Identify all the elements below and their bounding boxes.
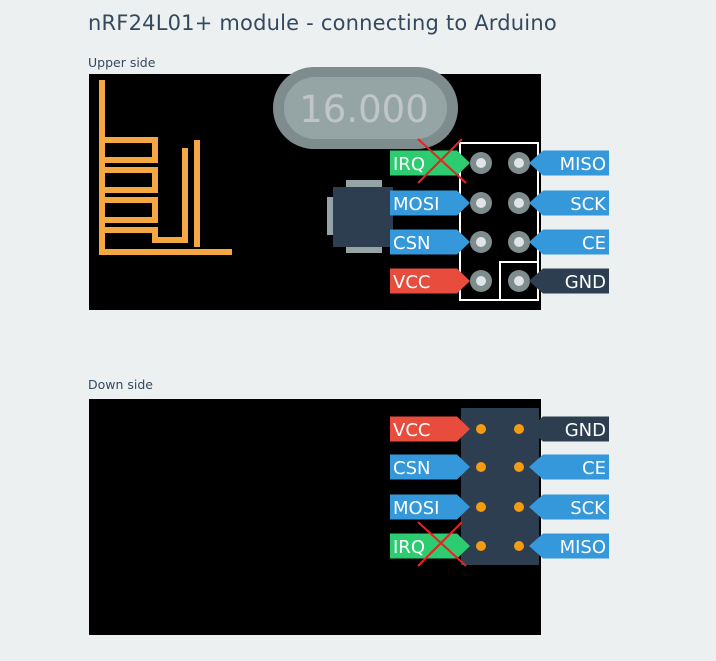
- down-board: VCC CSN MOSI IRQ GND CE SCK MISO: [89, 399, 609, 635]
- pin-label-miso: MISO: [560, 537, 606, 558]
- pin-tag-miso: [529, 150, 609, 176]
- header-pin-hole: [476, 198, 486, 208]
- solder-pad: [514, 502, 524, 512]
- upper-board: 16.000 IRQ MOSI CSN VCC MISO SCK CE GND: [89, 67, 609, 310]
- pin-label-ce: CE: [582, 233, 606, 254]
- upper-right-tags: MISO SCK CE GND: [529, 150, 609, 294]
- pin-tag-mosi: [390, 494, 470, 520]
- pin-label-irq: IRQ: [393, 537, 425, 558]
- upper-left-tags: IRQ MOSI CSN VCC: [390, 138, 470, 294]
- solder-pad: [476, 502, 486, 512]
- solder-pad: [476, 424, 486, 434]
- not-connected-cross: [417, 521, 463, 567]
- diagram-title: nRF24L01+ module - connecting to Arduino: [88, 11, 557, 35]
- pin-tag-vcc: [390, 268, 470, 294]
- solder-pad: [476, 541, 486, 551]
- pin-tag-gnd: [529, 416, 609, 442]
- pin-label-sck: SCK: [570, 194, 607, 215]
- pin-label-mosi: MOSI: [393, 498, 439, 519]
- pin-label-gnd: GND: [565, 420, 606, 441]
- pin-label-miso: MISO: [560, 154, 606, 175]
- pin-tag-mosi: [390, 190, 470, 216]
- pin-label-csn: CSN: [393, 233, 430, 254]
- solder-pad: [514, 424, 524, 434]
- pin-label-irq: IRQ: [393, 154, 425, 175]
- pcb-antenna: [99, 80, 232, 255]
- header-pin-hole: [514, 198, 524, 208]
- crystal-label: 16.000: [299, 88, 428, 131]
- header-pin-hole: [476, 158, 486, 168]
- pin-label-vcc: VCC: [393, 272, 430, 293]
- pin-tag-csn: [390, 454, 470, 480]
- solder-pad: [476, 462, 486, 472]
- pin-tag-gnd: [529, 268, 609, 294]
- pin-label-csn: CSN: [393, 458, 430, 479]
- down-header-area: [461, 408, 539, 565]
- solder-pad: [514, 541, 524, 551]
- pin-tag-sck: [529, 190, 609, 216]
- upper-header-pins: [470, 152, 530, 292]
- pin-label-gnd: GND: [565, 272, 606, 293]
- crystal-oscillator: 16.000: [273, 67, 458, 149]
- pin-label-sck: SCK: [570, 498, 607, 519]
- header-pin-hole: [514, 158, 524, 168]
- pin-tag-ce: [529, 229, 609, 255]
- down-header-pads: [476, 424, 524, 551]
- header-pin-hole: [476, 276, 486, 286]
- not-connected-cross: [417, 521, 467, 567]
- pin-tag-ce: [529, 454, 609, 480]
- ic-chip: [327, 180, 393, 253]
- header-pin-hole: [514, 237, 524, 247]
- pin-label-mosi: MOSI: [393, 194, 439, 215]
- not-connected-cross: [417, 138, 463, 184]
- down-side-caption: Down side: [88, 377, 154, 392]
- pin-tag-miso: [529, 533, 609, 559]
- solder-pad: [514, 462, 524, 472]
- header-pin-hole: [514, 276, 524, 286]
- pin-tag-sck: [529, 494, 609, 520]
- down-left-tags: VCC CSN MOSI IRQ: [390, 416, 470, 567]
- header-pin-hole: [476, 237, 486, 247]
- upper-side-caption: Upper side: [88, 55, 156, 70]
- not-connected-cross: [417, 138, 467, 184]
- pin-tag-csn: [390, 229, 470, 255]
- pin-label-vcc: VCC: [393, 420, 430, 441]
- pin-tag-vcc: [390, 416, 470, 442]
- pin-label-ce: CE: [582, 458, 606, 479]
- down-right-tags: GND CE SCK MISO: [529, 416, 609, 559]
